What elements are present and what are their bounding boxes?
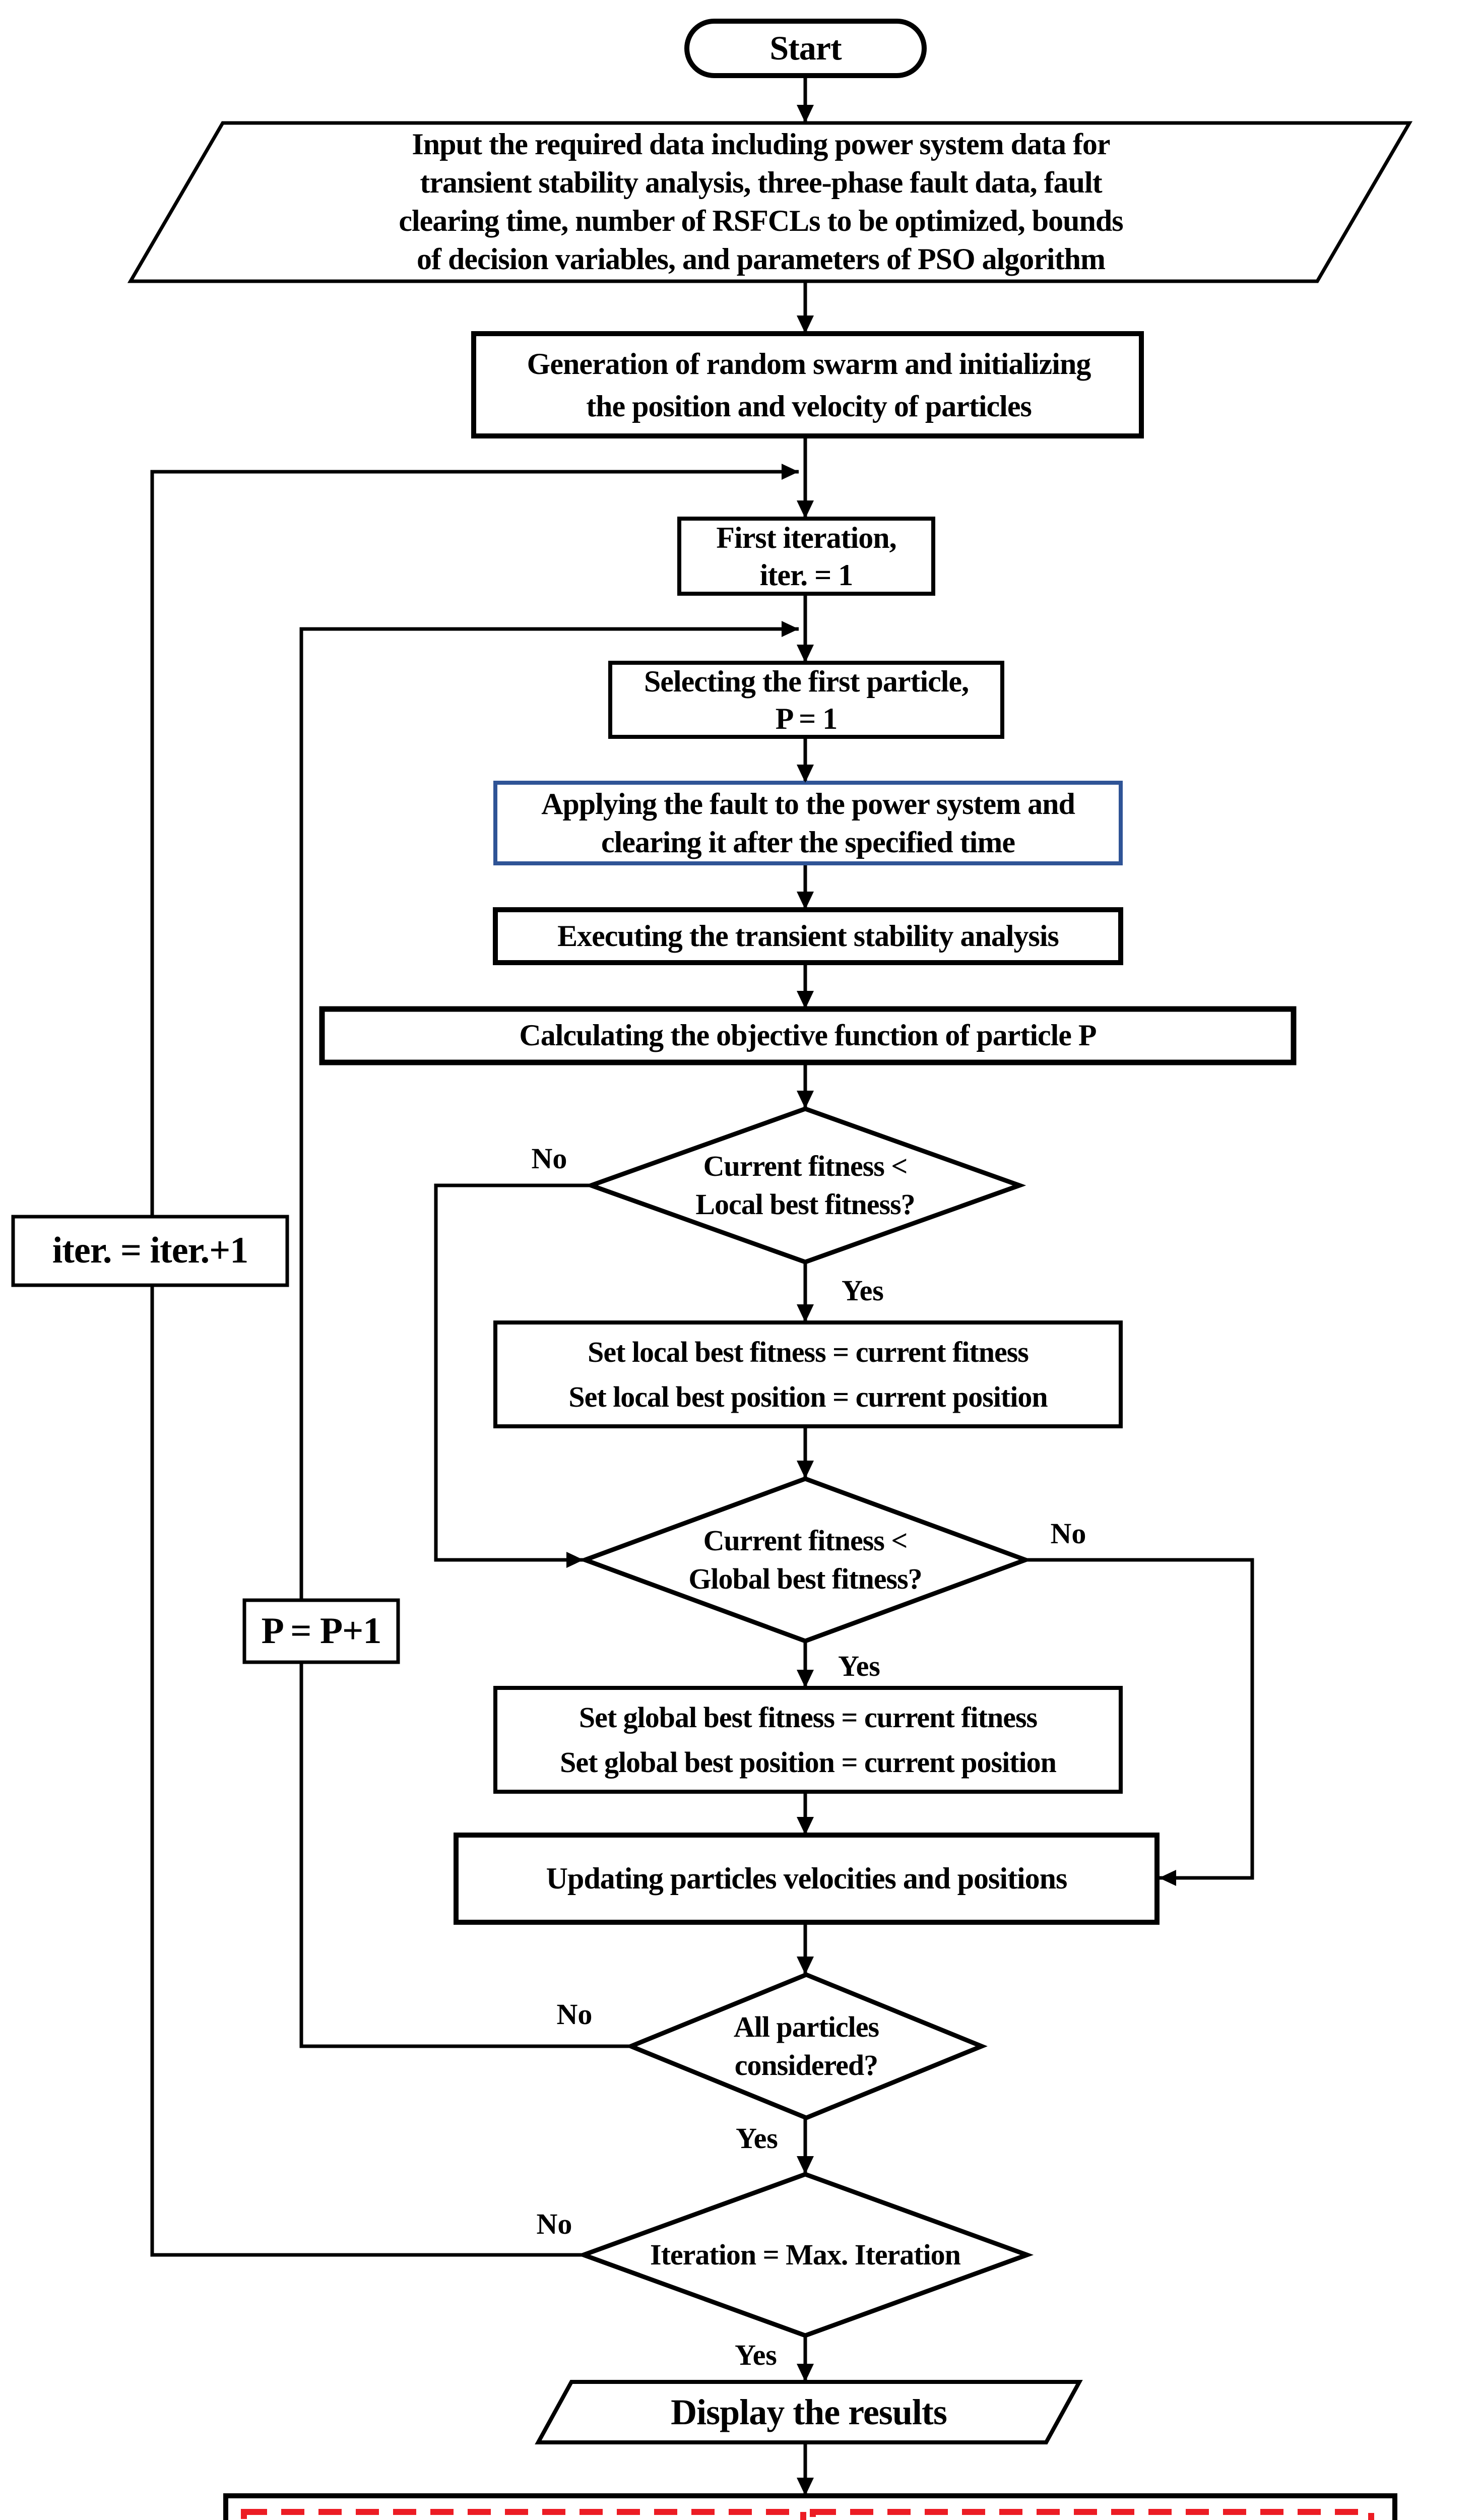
select-particle-text: Selecting the first particle, P = 1 xyxy=(644,664,969,735)
all-particles-no-label: No xyxy=(556,1997,593,2031)
iter-increment-text: iter. = iter.+1 xyxy=(52,1230,249,1272)
set-global-best-line2: Set global best position = current posit… xyxy=(560,1745,1057,1779)
first-iteration-text: First iteration, iter. = 1 xyxy=(716,521,896,592)
input-data-parallelogram xyxy=(127,121,1413,283)
all-particles-check-text: All particles considered? xyxy=(733,2010,879,2082)
select-particle-box xyxy=(608,661,1004,739)
global-best-diamond xyxy=(578,1476,1033,1644)
optimal-locations-text: Optimal locations of RSFCLs xyxy=(813,2512,1371,2520)
display-results-text: Display the results xyxy=(671,2391,947,2432)
connector-lines xyxy=(150,76,1254,2496)
local-best-yes-label: Yes xyxy=(842,1274,884,1307)
p-increment-text: P = P+1 xyxy=(261,1610,382,1652)
first-iteration-box xyxy=(677,517,935,596)
input-data-text: Input the required data including power … xyxy=(399,128,1123,276)
global-best-no-label: No xyxy=(1050,1517,1086,1550)
update-particles-text: Updating particles velocities and positi… xyxy=(546,1861,1068,1895)
execute-tsa-box xyxy=(493,907,1123,965)
optimal-sizes-dashed-box xyxy=(241,2509,806,2520)
execute-tsa-text: Executing the transient stability analys… xyxy=(557,919,1059,953)
display-results-parallelogram xyxy=(535,2380,1083,2444)
local-best-no-label: No xyxy=(531,1142,567,1175)
iter-increment-box xyxy=(11,1215,289,1287)
global-best-yes-label: Yes xyxy=(838,1649,880,1682)
generate-swarm-text: Generation of random swarm and initializ… xyxy=(527,347,1091,423)
optimal-sizes-text: Optimal sizes of RSFCLs xyxy=(244,2512,803,2520)
max-iteration-diamond xyxy=(576,2172,1034,2338)
calc-objective-box xyxy=(319,1006,1297,1065)
set-local-best-box xyxy=(493,1320,1123,1428)
local-best-diamond xyxy=(584,1106,1026,1265)
all-particles-diamond xyxy=(625,1972,988,2120)
local-best-check-text: Current fitness < Local best fitness? xyxy=(695,1150,915,1221)
apply-fault-box xyxy=(493,781,1123,865)
set-local-best-line2: Set local best position = current positi… xyxy=(568,1380,1048,1413)
set-global-best-text: Set global best fitness = current fitnes… xyxy=(495,1691,1121,1789)
set-local-best-line1: Set local best fitness = current fitness xyxy=(588,1335,1029,1368)
set-local-best-text: Set local best fitness = current fitness… xyxy=(495,1326,1121,1423)
set-global-best-box xyxy=(493,1686,1123,1794)
max-iteration-no-label: No xyxy=(536,2207,572,2240)
start-label: Start xyxy=(769,29,842,68)
max-iteration-check-text: Iteration = Max. Iteration xyxy=(650,2238,961,2272)
arrowheads xyxy=(566,105,1176,2496)
calc-objective-text: Calculating the objective function of pa… xyxy=(519,1019,1097,1052)
max-iteration-yes-label: Yes xyxy=(735,2338,777,2371)
p-increment-box xyxy=(242,1598,400,1664)
set-global-best-line1: Set global best fitness = current fitnes… xyxy=(578,1700,1038,1734)
start-terminator xyxy=(684,19,927,78)
all-particles-yes-label: Yes xyxy=(736,2121,778,2155)
optimal-locations-dashed-box xyxy=(810,2509,1374,2520)
apply-fault-text: Applying the fault to the power system a… xyxy=(541,787,1075,859)
generate-swarm-box xyxy=(471,331,1144,438)
global-best-check-text: Current fitness < Global best fitness? xyxy=(688,1524,922,1595)
update-particles-box xyxy=(454,1833,1160,1925)
